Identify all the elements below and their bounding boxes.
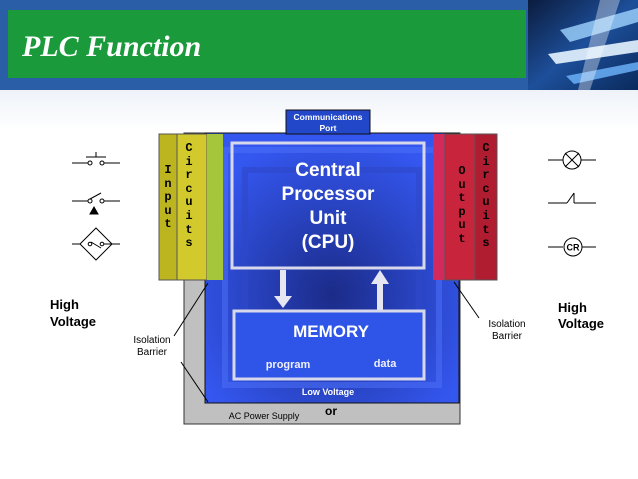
title-band bbox=[8, 10, 526, 78]
ac-power-label: AC Power Supply bbox=[229, 411, 300, 421]
brand-graphic bbox=[528, 0, 638, 90]
isolation-left-line2: Barrier bbox=[137, 347, 168, 358]
isolation-right-line2: Barrier bbox=[492, 331, 523, 342]
cpu-label-line1: Central bbox=[295, 160, 360, 181]
high-voltage-left-line1: High bbox=[50, 297, 79, 312]
comm-port-line1: Communications bbox=[294, 112, 363, 122]
isolation-left-line1: Isolation bbox=[133, 335, 170, 346]
isolation-left-pointers bbox=[173, 282, 209, 403]
output-module-left bbox=[444, 133, 476, 281]
cpu-label-line2: Processor bbox=[282, 184, 376, 205]
high-voltage-left-line2: Voltage bbox=[50, 314, 96, 329]
low-voltage-label: Low Voltage bbox=[302, 387, 354, 397]
output-heater bbox=[548, 192, 596, 204]
input-module-edge bbox=[207, 134, 223, 280]
isolation-right-line1: Isolation bbox=[488, 319, 525, 330]
slide-title: PLC Function bbox=[21, 30, 201, 63]
output-relay-coil: CR bbox=[548, 237, 596, 257]
input-module-right bbox=[176, 133, 208, 281]
cpu-label-line4: (CPU) bbox=[302, 232, 355, 253]
output-module-right bbox=[474, 133, 498, 281]
comm-port-box bbox=[285, 109, 371, 135]
high-voltage-right-line1: High bbox=[558, 300, 587, 315]
memory-data-label: data bbox=[374, 358, 398, 370]
memory-program-label: program bbox=[266, 359, 311, 371]
arrow-cpu-to-memory bbox=[274, 270, 292, 308]
output-module-edge bbox=[433, 134, 445, 280]
input-switch-1 bbox=[72, 152, 120, 166]
isolation-right-pointers bbox=[453, 281, 480, 319]
input-switch-2 bbox=[72, 192, 120, 215]
comm-port-line2: Port bbox=[320, 123, 337, 133]
or-label: or bbox=[325, 404, 337, 418]
input-switch-3 bbox=[72, 227, 120, 261]
memory-label: MEMORY bbox=[293, 322, 370, 341]
high-voltage-right-line2: Voltage bbox=[558, 316, 604, 331]
cpu-box bbox=[230, 141, 426, 270]
arrow-memory-to-cpu bbox=[371, 270, 389, 310]
output-lamp bbox=[548, 150, 596, 170]
cpu-label-line3: Unit bbox=[310, 208, 348, 229]
relay-coil-label: CR bbox=[567, 243, 580, 253]
memory-box bbox=[232, 309, 426, 381]
